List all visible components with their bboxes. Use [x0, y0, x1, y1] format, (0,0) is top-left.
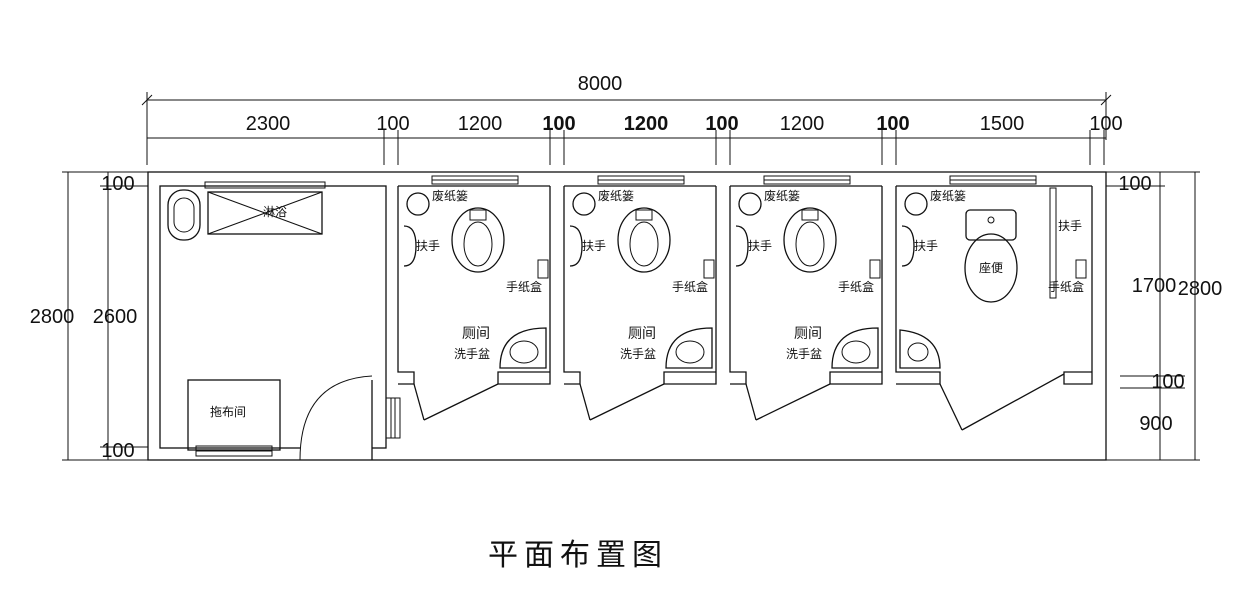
- paper-holder-label: 手纸盒: [1048, 279, 1084, 294]
- handrail-icon: [569, 225, 583, 267]
- handrail-label: 扶手: [416, 238, 440, 253]
- paper-holder-icon: [869, 259, 881, 279]
- squat-toilet-icon: [783, 207, 837, 273]
- right-dimensions: 100 1700 2800 100 900: [1106, 171, 1223, 461]
- mop-pool: [187, 379, 281, 451]
- shower-area: [207, 191, 323, 235]
- stall-label: 厕间: [628, 326, 656, 342]
- stall-1: 废纸篓 扶手 手纸盒 厕间 洗手盆: [397, 175, 551, 421]
- sink-icon: [665, 327, 713, 369]
- paper-holder-label: 手纸盒: [506, 279, 542, 294]
- sink-icon: [831, 327, 879, 369]
- dim-seg-1: 2300: [246, 113, 291, 135]
- paper-basket-label: 废纸篓: [764, 188, 800, 203]
- paper-basket-icon: [406, 192, 430, 216]
- paper-basket-label: 废纸篓: [930, 188, 966, 203]
- paper-holder-label: 手纸盒: [672, 279, 708, 294]
- sink-icon: [499, 327, 547, 369]
- sink-label: 洗手盆: [620, 347, 656, 361]
- handrail-label: 扶手: [582, 238, 606, 253]
- dim-total-width: 8000: [578, 73, 623, 95]
- dim-seg-10: 100: [1089, 113, 1122, 135]
- dim-left-top: 100: [101, 173, 134, 195]
- stall-4: 废纸篓 扶手 座便 扶手 手纸盒: [895, 175, 1093, 431]
- dim-seg-5: 1200: [624, 113, 669, 135]
- paper-holder-label: 手纸盒: [838, 279, 874, 294]
- dim-right-gap: 100: [1151, 371, 1184, 393]
- sink-label: 洗手盆: [786, 347, 822, 361]
- handrail-label: 扶手: [1058, 218, 1082, 233]
- handrail-icon: [735, 225, 749, 267]
- mop-sink: [167, 189, 201, 241]
- shower-label: 淋浴: [263, 205, 287, 219]
- corner-sink-icon: [899, 329, 941, 369]
- handrail-label: 扶手: [748, 238, 772, 253]
- paper-basket-icon: [904, 192, 928, 216]
- paper-basket-label: 废纸篓: [432, 188, 468, 203]
- paper-basket-icon: [572, 192, 596, 216]
- dim-right-outer: 2800: [1178, 278, 1223, 300]
- dim-seg-8: 100: [876, 113, 909, 135]
- left-dimensions: 2800 2600 100 100: [30, 171, 148, 462]
- handrail-icon: [901, 225, 915, 267]
- paper-holder-icon: [1075, 259, 1087, 279]
- dim-seg-7: 1200: [780, 113, 825, 135]
- dim-right-mid: 1700: [1132, 275, 1177, 297]
- mop-room-label: 拖布间: [210, 405, 246, 419]
- dim-left-inner: 2600: [93, 306, 138, 328]
- squat-toilet-icon: [617, 207, 671, 273]
- outer-walls: [147, 171, 1107, 461]
- dim-seg-2: 100: [376, 113, 409, 135]
- stall-2: 废纸篓 扶手 手纸盒 厕间 洗手盆: [563, 175, 717, 421]
- mop-room: 淋浴 拖布间: [167, 181, 401, 461]
- dim-seg-4: 100: [542, 113, 575, 135]
- toilet-label: 座便: [979, 260, 1003, 275]
- squat-toilet-icon: [451, 207, 505, 273]
- handrail-label: 扶手: [914, 238, 938, 253]
- dim-left-outer: 2800: [30, 306, 75, 328]
- seat-toilet-icon: 座便: [964, 209, 1018, 303]
- stall-3: 废纸篓 扶手 手纸盒 厕间 洗手盆: [729, 175, 883, 421]
- dim-right-top: 100: [1118, 173, 1151, 195]
- dim-left-bottom: 100: [101, 440, 134, 462]
- stall-label: 厕间: [794, 326, 822, 342]
- sink-label: 洗手盆: [454, 347, 490, 361]
- paper-holder-icon: [703, 259, 715, 279]
- dim-right-bottom: 900: [1139, 413, 1172, 435]
- dim-seg-6: 100: [705, 113, 738, 135]
- top-dimensions: 8000 2300 100 1200 100 1200 100 1200 100…: [141, 73, 1123, 165]
- drawing-title: 平面布置图: [488, 538, 668, 573]
- dim-seg-3: 1200: [458, 113, 503, 135]
- vertical-handrail-icon: [1049, 187, 1057, 299]
- dim-seg-9: 1500: [980, 113, 1025, 135]
- paper-basket-label: 废纸篓: [598, 188, 634, 203]
- stall-label: 厕间: [462, 326, 490, 342]
- paper-basket-icon: [738, 192, 762, 216]
- paper-holder-icon: [537, 259, 549, 279]
- handrail-icon: [403, 225, 417, 267]
